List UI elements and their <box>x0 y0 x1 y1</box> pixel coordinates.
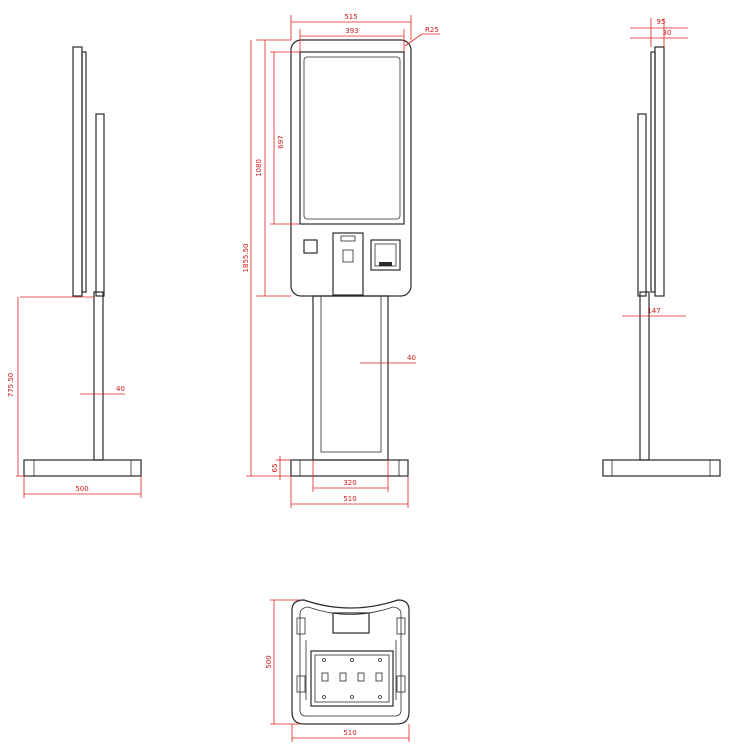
dim-front-corner <box>404 33 423 47</box>
dim-bottom-width-label: 510 <box>343 729 356 737</box>
front-base <box>290 459 409 477</box>
caster-mount <box>296 617 306 635</box>
left-panel-front <box>95 113 105 297</box>
right-panel-back <box>654 46 665 297</box>
dim-front-total-height-label: 1855.50 <box>242 244 250 273</box>
front-view: 515 393 R25 697 1080 1855.50 40 65 <box>242 13 440 508</box>
front-column-frame <box>312 295 389 461</box>
left-side-view: 775.50 40 500 <box>7 46 142 498</box>
dim-side-column-width-label: 40 <box>116 385 125 393</box>
right-panel-edge <box>650 51 656 293</box>
right-base <box>602 459 721 477</box>
base-outline <box>291 599 410 725</box>
payment-module <box>332 232 364 296</box>
caster-mount <box>396 675 406 693</box>
dim-right-depth-top-label: 95 <box>657 18 666 26</box>
screen-bezel <box>299 51 405 225</box>
dim-front-corner-label: R25 <box>425 26 439 34</box>
dim-front-column-width-label: 40 <box>407 354 416 362</box>
bottom-view: 500 510 <box>265 599 410 742</box>
dim-front-screen-width-label: 393 <box>345 27 358 35</box>
front-panel <box>290 39 412 297</box>
dim-front-screen-height-label: 697 <box>277 135 285 148</box>
left-column <box>93 291 104 461</box>
left-panel-edge <box>81 51 87 293</box>
screen <box>303 56 401 220</box>
caster-mount <box>396 617 406 635</box>
left-base <box>23 459 142 477</box>
mount-hole <box>357 672 365 682</box>
mount-plate <box>310 650 394 707</box>
right-column <box>639 291 650 461</box>
mount-hole <box>321 672 329 682</box>
top-slot <box>332 612 370 634</box>
dim-right-depth-mid-label: 147 <box>647 307 660 315</box>
mount-hole <box>375 672 383 682</box>
dim-front-base-height-label: 65 <box>271 464 279 473</box>
left-panel-back <box>72 46 83 297</box>
card-reader <box>303 239 318 254</box>
caster-mount <box>296 675 306 693</box>
front-column-inner <box>320 295 382 453</box>
right-side-view: 95 30 147 <box>602 18 721 477</box>
dim-side-base-width-label: 500 <box>75 485 88 493</box>
dim-right-depth-inner-label: 30 <box>663 29 672 37</box>
dim-front-panel-height-label: 1080 <box>255 159 263 177</box>
receipt-printer <box>370 239 401 271</box>
dim-bottom-depth-label: 500 <box>265 655 273 668</box>
dim-front-inner-width-label: 320 <box>343 479 356 487</box>
mount-hole <box>339 672 347 682</box>
dim-side-lower-height-label: 775.50 <box>7 373 15 398</box>
right-panel-front <box>637 113 647 297</box>
dim-front-base-width-label: 510 <box>343 495 356 503</box>
dim-front-width-label: 515 <box>344 13 357 21</box>
